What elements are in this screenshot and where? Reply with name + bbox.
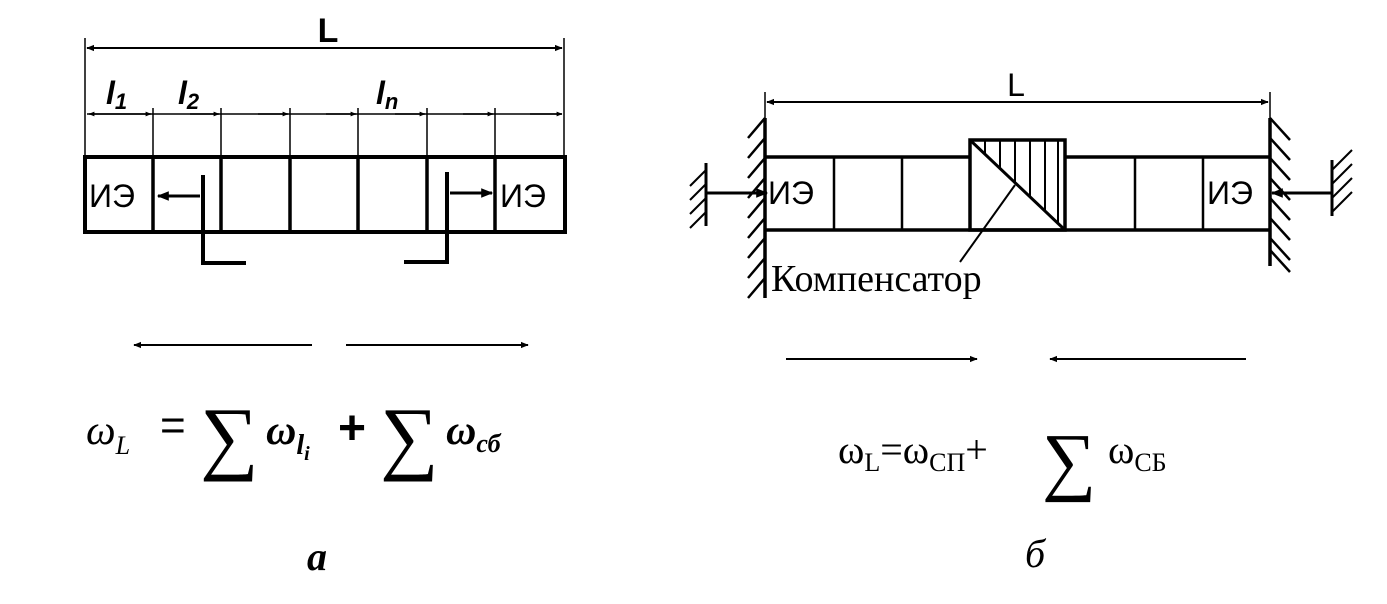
svg-text:ωL: ωL <box>86 408 130 460</box>
right-beam-left-end-label: ИЭ <box>768 175 814 211</box>
left-formula: ωL = ∑ ωli + ∑ ωсб <box>86 391 502 482</box>
left-end-element-label: ИЭ <box>89 178 135 214</box>
right-total-length-label: L <box>1007 67 1025 103</box>
left-beam: ИЭ ИЭ <box>83 155 567 234</box>
svg-text:∑: ∑ <box>1042 419 1096 503</box>
svg-text:∑: ∑ <box>200 391 258 482</box>
segment-l1-label: l1 <box>106 75 127 114</box>
left-wall <box>747 117 767 299</box>
left-segment-dimensions: l1 l2 ln <box>87 75 563 158</box>
right-caption: б <box>1025 531 1047 576</box>
right-clamp <box>404 172 494 264</box>
svg-text:∑: ∑ <box>380 391 438 482</box>
segment-l2-label: l2 <box>178 75 200 114</box>
right-total-dimension: L <box>764 67 1271 158</box>
svg-text:ωL=ωСП+: ωL=ωСП+ <box>838 427 988 477</box>
right-beam-right-end-label: ИЭ <box>1207 175 1253 211</box>
compensator-leader-line <box>959 184 1016 263</box>
left-clamp <box>156 175 246 265</box>
compensator-label: Компенсатор <box>771 258 982 300</box>
right-wall <box>1268 117 1291 273</box>
left-total-dimension: L <box>84 12 565 158</box>
right-end-element-label: ИЭ <box>500 178 546 214</box>
svg-text:=: = <box>160 401 186 450</box>
svg-text:ωСБ: ωСБ <box>1108 427 1167 477</box>
right-beam: ИЭ ИЭ <box>765 155 1270 232</box>
left-pusher <box>689 163 769 229</box>
svg-text:ωсб: ωсб <box>446 408 502 458</box>
right-formula: ωL=ωСП+ ∑ ωСБ <box>838 419 1167 503</box>
svg-text:ωli: ωli <box>266 408 310 465</box>
right-pusher <box>1270 149 1353 216</box>
left-caption: а <box>307 534 327 579</box>
segment-ln-label: ln <box>376 75 398 114</box>
right-panel: L <box>689 67 1353 576</box>
compensator: Компенсатор <box>771 138 1067 300</box>
svg-text:+: + <box>338 402 366 455</box>
left-total-length-label: L <box>318 12 339 50</box>
left-panel: L l1 l2 ln <box>83 12 567 579</box>
